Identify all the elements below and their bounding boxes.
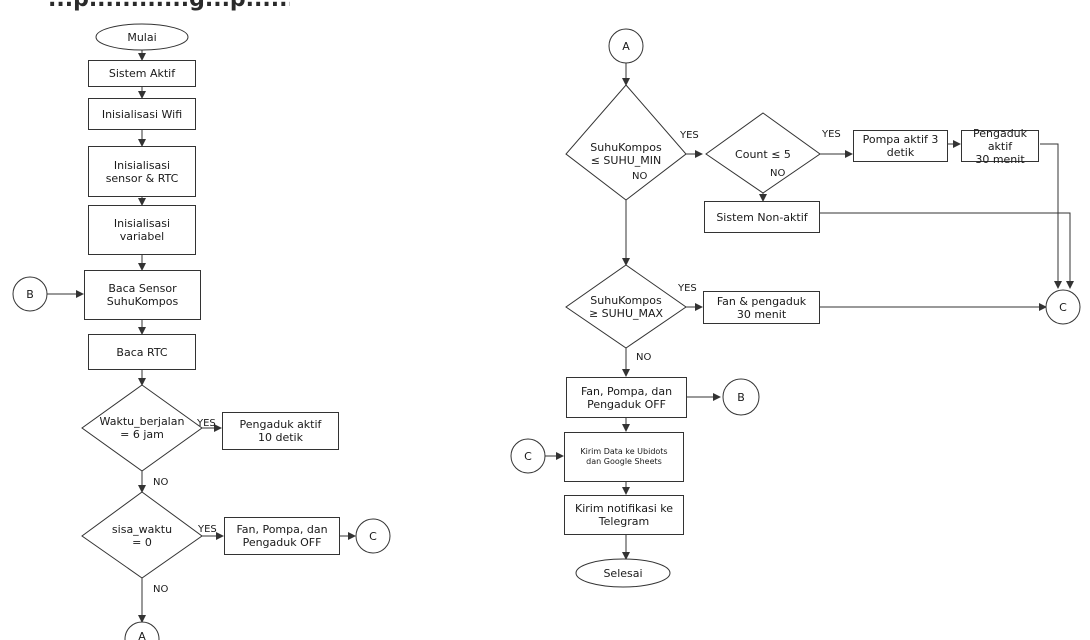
process-fan-pompa-pengaduk-off-left: Fan, Pompa, dan Pengaduk OFF: [224, 517, 340, 555]
end-terminator-shape: [575, 558, 671, 588]
decision-sisa-waktu: sisa_waktu = 0: [111, 523, 173, 549]
process-inisialisasi-variabel: Inisialisasi variabel: [88, 205, 196, 255]
connector-b-left-label: B: [26, 288, 34, 301]
decision-sisa-shape: [81, 491, 203, 579]
label-yes-count: YES: [822, 129, 841, 140]
decision-suhu-min-shape: [565, 84, 687, 201]
connector-c-mid-shape: [510, 438, 546, 474]
label-yes-suhu-max: YES: [678, 283, 697, 294]
process-kirim-data-ubidots: Kirim Data ke Ubidots dan Google Sheets: [564, 432, 684, 482]
process-inisialisasi-sensor-rtc: Inisialisasi sensor & RTC: [88, 146, 196, 197]
cropped-title-fragment: ...p............g...p.........: [0, 0, 290, 14]
decision-suhu-min: SuhuKompos ≤ SUHU_MIN: [590, 141, 662, 167]
connector-c-left-shape: [355, 518, 391, 554]
connector-b-right-label: B: [737, 391, 745, 404]
left-flow-lines: [47, 50, 356, 623]
connector-b-left-shape: [12, 276, 48, 312]
process-fan-pengaduk-30-menit: Fan & pengaduk 30 menit: [703, 291, 820, 324]
decision-count: Count ≤ 5: [735, 147, 791, 161]
label-no-suhu-min: NO: [632, 171, 648, 182]
connector-a-top-label: A: [622, 40, 630, 53]
end-terminator: Selesai: [603, 566, 643, 580]
decision-suhu-max-shape: [565, 264, 687, 349]
process-inisialisasi-wifi: Inisialisasi Wifi: [88, 98, 196, 130]
label-yes-sisa: YES: [198, 524, 217, 535]
connector-a-top-shape: [608, 28, 644, 64]
label-yes-suhu-min: YES: [680, 130, 699, 141]
decision-suhu-max: SuhuKompos ≥ SUHU_MAX: [588, 294, 664, 320]
connector-c-right-label: C: [1059, 301, 1067, 314]
process-pompa-aktif-3-detik: Pompa aktif 3 detik: [853, 130, 948, 162]
process-fan-pompa-pengaduk-off-right: Fan, Pompa, dan Pengaduk OFF: [566, 377, 687, 418]
label-no-suhu-max: NO: [636, 352, 652, 363]
decision-count-shape: [705, 112, 821, 194]
connector-a-bottom-label: A: [138, 630, 146, 640]
connector-b-right-shape: [722, 378, 760, 416]
connector-a-bottom-shape: [124, 621, 160, 640]
start-terminator-shape: [95, 23, 189, 51]
decision-waktu-berjalan: Waktu_berjalan = 6 jam: [99, 415, 185, 441]
decision-waktu-shape: [81, 384, 203, 472]
left-flow-shapes: [12, 23, 391, 640]
label-yes-waktu: YES: [197, 418, 216, 429]
process-sistem-aktif: Sistem Aktif: [88, 60, 196, 87]
label-no-sisa: NO: [153, 584, 169, 595]
connector-c-right-shape: [1045, 289, 1081, 325]
label-no-waktu: NO: [153, 477, 169, 488]
connector-c-mid-label: C: [524, 450, 532, 463]
process-pengaduk-aktif-30-menit: Pengaduk aktif 30 menit: [961, 127, 1039, 166]
start-terminator: Mulai: [127, 30, 157, 44]
right-flow-lines: [545, 63, 1074, 560]
process-pengaduk-10-detik: Pengaduk aktif 10 detik: [222, 412, 339, 450]
label-no-count: NO: [770, 168, 786, 179]
process-baca-rtc: Baca RTC: [88, 334, 196, 370]
connector-c-left-label: C: [369, 530, 377, 543]
right-flow-shapes: [510, 28, 1081, 588]
process-kirim-notifikasi-telegram: Kirim notifikasi ke Telegram: [564, 495, 684, 535]
process-baca-sensor: Baca Sensor SuhuKompos: [84, 270, 201, 320]
process-sistem-non-aktif: Sistem Non-aktif: [704, 201, 820, 233]
